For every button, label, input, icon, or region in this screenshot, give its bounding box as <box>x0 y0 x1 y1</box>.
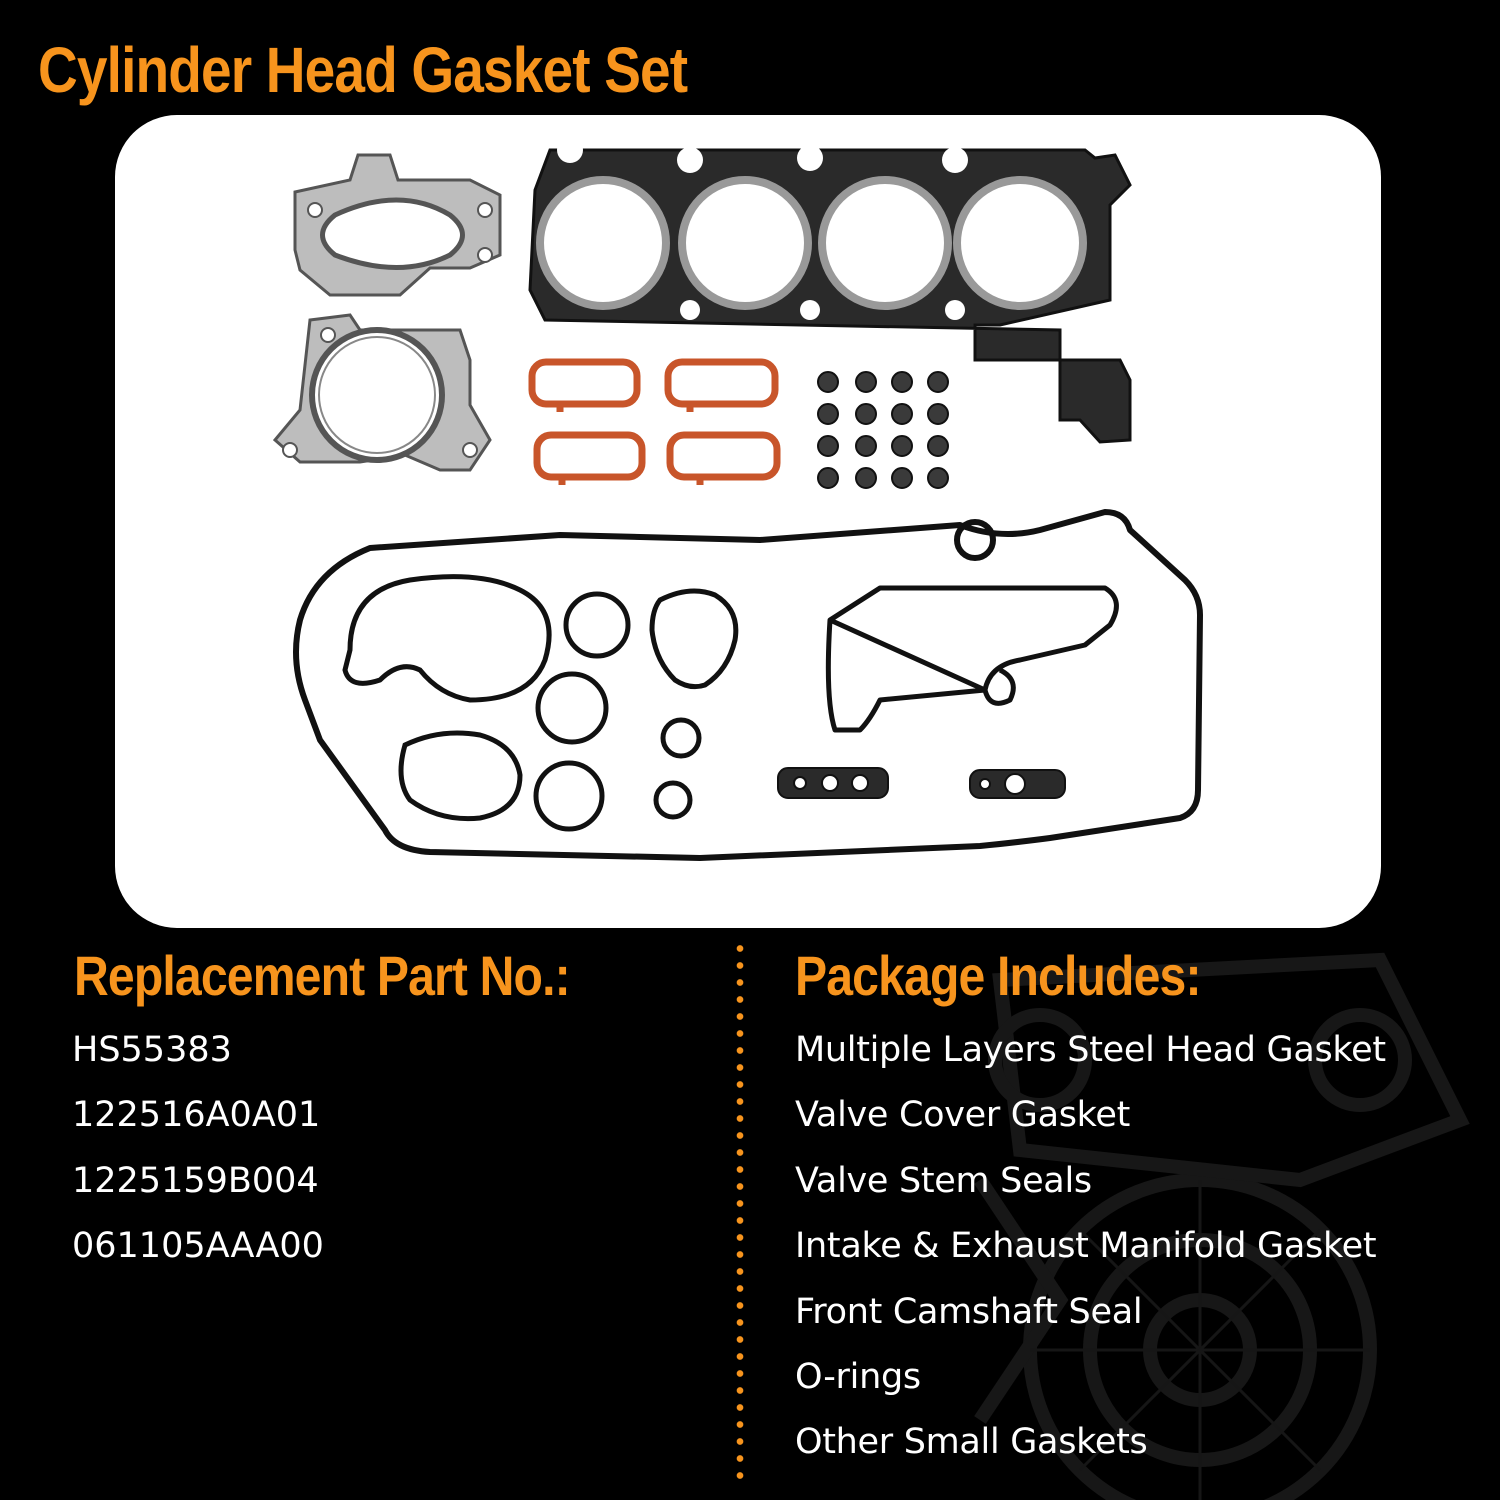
product-image <box>115 115 1381 928</box>
page-title: Cylinder Head Gasket Set <box>38 34 688 106</box>
package-includes-heading: Package Includes: <box>795 944 1201 1007</box>
valve-cover-gasket <box>293 509 1203 861</box>
part-number: 122516A0A01 <box>72 1095 321 1136</box>
intake-manifold-gaskets <box>528 358 781 485</box>
o-rings <box>342 574 739 832</box>
replacement-parts-list: HS55383 122516A0A01 1225159B004 061105AA… <box>72 1022 324 1284</box>
package-item: Valve Cover Gasket <box>795 1095 1131 1136</box>
package-item: Intake & Exhaust Manifold Gasket <box>795 1226 1377 1267</box>
part-number: 1225159B004 <box>72 1160 319 1201</box>
head-gasket <box>528 137 1132 444</box>
package-item: O-rings <box>795 1356 921 1397</box>
valve-stem-seals <box>817 371 949 489</box>
package-includes-list: Multiple Layers Steel Head Gasket Valve … <box>795 1022 1386 1480</box>
package-item: Valve Stem Seals <box>795 1160 1092 1201</box>
replacement-parts-heading: Replacement Part No.: <box>74 944 571 1007</box>
part-number: 061105AAA00 <box>72 1226 324 1267</box>
flange-gasket <box>272 313 492 472</box>
camshaft-cover-gasket <box>825 585 1119 733</box>
dotted-divider <box>735 940 745 1485</box>
package-item: Other Small Gaskets <box>795 1422 1148 1463</box>
package-item: Front Camshaft Seal <box>795 1291 1143 1332</box>
part-number: HS55383 <box>72 1030 232 1070</box>
exhaust-manifold-gasket <box>293 153 502 297</box>
small-gaskets <box>777 767 1066 799</box>
package-item: Multiple Layers Steel Head Gasket <box>795 1030 1386 1070</box>
